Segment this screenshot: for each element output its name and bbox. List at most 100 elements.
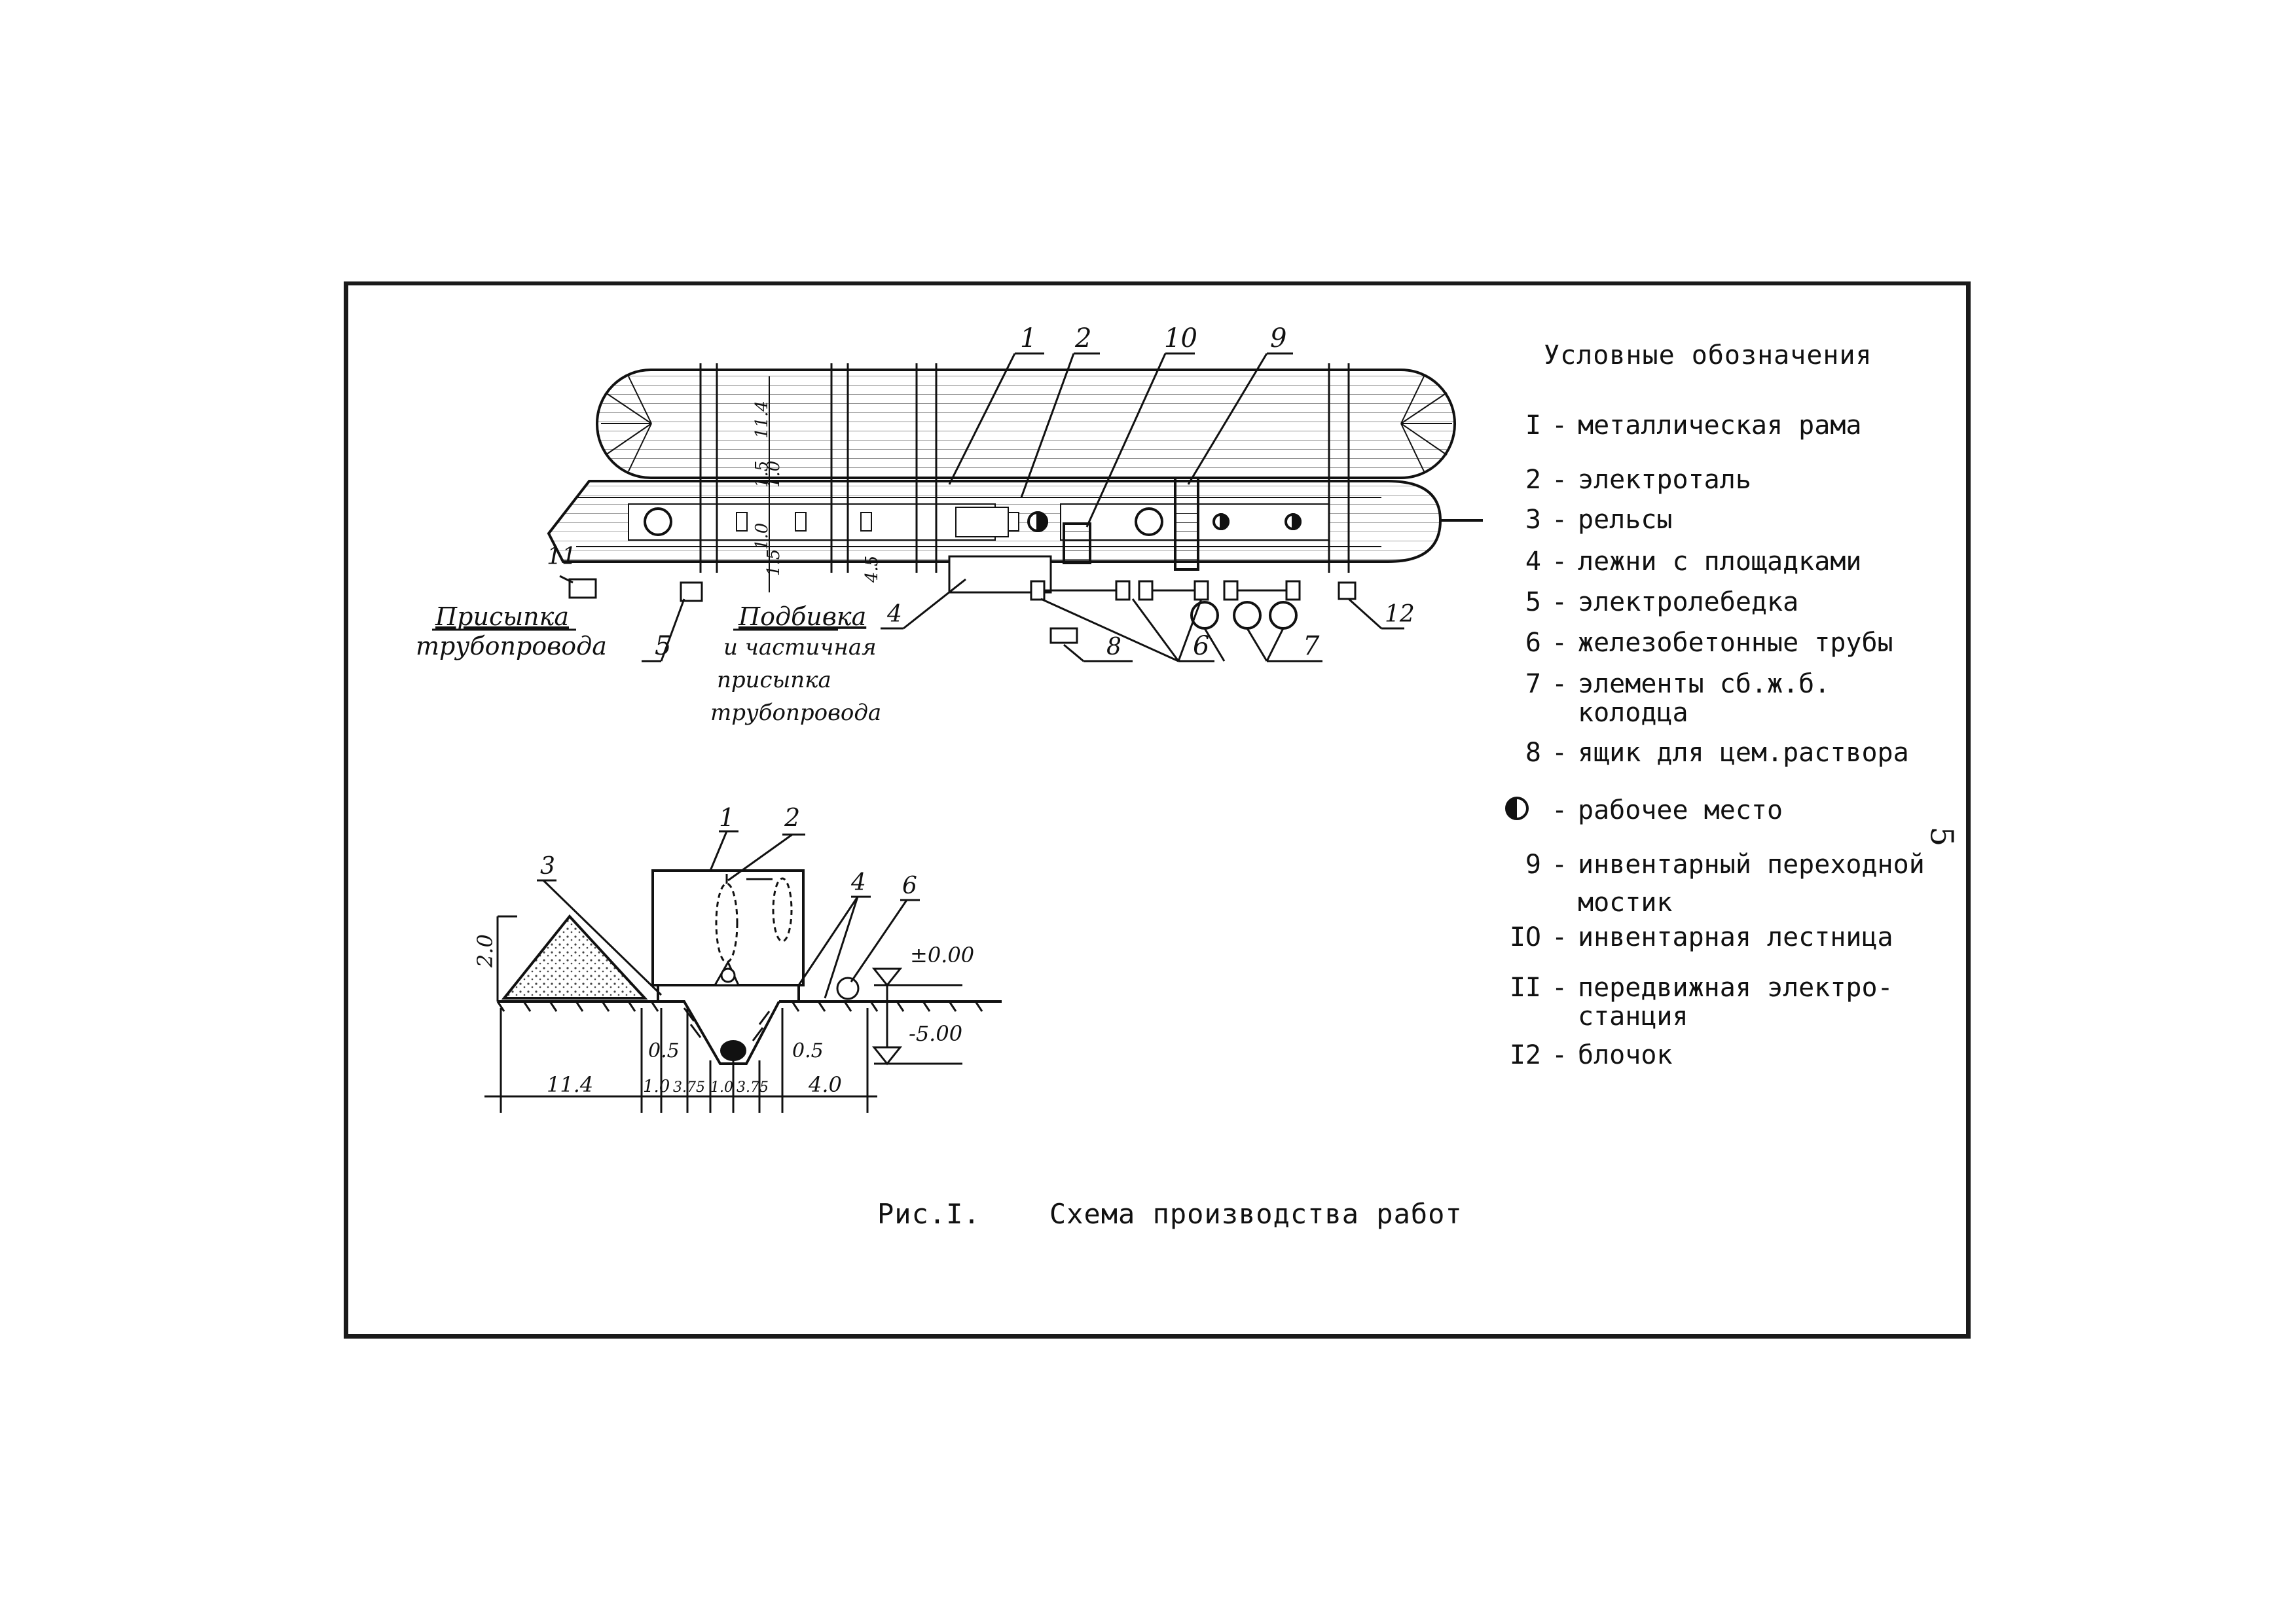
section-callout-6: 6 xyxy=(902,873,917,899)
bottom-dim-1: 11.4 xyxy=(547,1072,593,1097)
plan-callout-5: 5 xyxy=(655,631,671,661)
spoil-bank xyxy=(596,369,1456,479)
figure-caption: Рис.I. Схема производства работ xyxy=(877,1198,1463,1230)
legend-dash: - xyxy=(1551,505,1568,535)
plan-callout-9: 9 xyxy=(1270,323,1286,353)
legend-num: 7 xyxy=(1525,669,1541,699)
section-callout-2: 2 xyxy=(784,803,800,832)
legend-title: Условные обозначения xyxy=(1544,340,1872,370)
legend-dash: - xyxy=(1551,738,1568,768)
legend-item: I-металлическая рама xyxy=(1486,411,1944,440)
height-dim: 2.0 xyxy=(473,934,498,968)
legend-text: передвижная электро- станция xyxy=(1578,973,1893,1032)
legend-item: -рабочее место xyxy=(1486,796,1944,825)
legend-item: II-передвижная электро- станция xyxy=(1486,973,1944,1031)
zone-backfill-line1: Присыпка xyxy=(435,602,569,631)
section-labels: 1 2 3 4 6 ±0.00 -5.00 2.0 0.5 0.5 11.4 1… xyxy=(473,803,974,1097)
plan-callout-8: 8 xyxy=(1106,634,1121,660)
plan-view xyxy=(432,352,1483,662)
figure-label: Рис.I. xyxy=(877,1198,981,1230)
legend-num: 4 xyxy=(1525,547,1541,577)
legend-text: блочок xyxy=(1578,1040,1673,1070)
zone-bedding-line2: и частичная xyxy=(723,634,877,660)
plan-callout-1: 1 xyxy=(1020,323,1036,353)
slope-dim-left: 0.5 xyxy=(648,1039,680,1062)
legend-num: 6 xyxy=(1525,628,1541,658)
legend-num: II xyxy=(1509,973,1541,1003)
legend-text: металлическая рама xyxy=(1578,410,1862,441)
plan-callout-12: 12 xyxy=(1385,601,1415,628)
elevation-zero: ±0.00 xyxy=(910,943,974,967)
legend-text: элементы сб.ж.б. колодца xyxy=(1578,669,1831,728)
plan-callout-4: 4 xyxy=(886,601,902,628)
bridge-plan xyxy=(1174,477,1199,571)
legend-text: рельсы xyxy=(1578,505,1673,535)
legend-dash: - xyxy=(1551,547,1568,577)
legend-dash: - xyxy=(1551,850,1568,880)
bottom-dim-3: 3.75 xyxy=(673,1079,705,1096)
legend-item: 6-железобетонные трубы xyxy=(1486,628,1944,657)
ladder-plan xyxy=(1063,522,1091,564)
power-station-plan xyxy=(568,578,597,599)
page-number: 5 xyxy=(1923,826,1960,847)
legend-dash: - xyxy=(1551,1040,1568,1070)
plan-dim-2: 1.5 xyxy=(752,461,772,488)
cross-section xyxy=(484,830,1002,1113)
legend-item: 4-лежни с площадками xyxy=(1486,547,1944,576)
legend-item: 7-элементы сб.ж.б. колодца xyxy=(1486,670,1944,727)
plan-dim-6: 4.5 xyxy=(862,556,882,583)
zone-bedding-line3: присыпка xyxy=(717,667,831,693)
legend-num: 5 xyxy=(1525,587,1541,617)
plan-dim-3: 1.0 xyxy=(764,461,784,488)
legend-text: электролебедка xyxy=(1578,587,1799,617)
legend-item: 5-электролебедка xyxy=(1486,588,1944,617)
legend-dash: - xyxy=(1551,669,1568,699)
legend-text: железобетонные трубы xyxy=(1578,628,1893,658)
bottom-dim-5: 3.75 xyxy=(737,1079,769,1096)
legend-dash: - xyxy=(1551,795,1568,825)
bottom-dim-6: 4.0 xyxy=(808,1072,842,1097)
legend-num: 3 xyxy=(1525,505,1541,535)
section-callout-4: 4 xyxy=(850,869,866,896)
legend-dash: - xyxy=(1551,587,1568,617)
pulley-plan xyxy=(1338,581,1357,600)
legend-dash: - xyxy=(1551,973,1568,1003)
spoil-bank-section xyxy=(501,914,648,1000)
half-filled-circle-icon xyxy=(1505,797,1529,820)
plan-callout-7: 7 xyxy=(1303,631,1320,661)
legend-num: I xyxy=(1525,410,1541,441)
plan-callout-10: 10 xyxy=(1164,323,1197,353)
elevation-minus5: -5.00 xyxy=(909,1021,962,1046)
legend-dash: - xyxy=(1551,922,1568,952)
plan-callout-11: 11 xyxy=(547,543,577,570)
plan-labels: 1 2 10 9 11 5 4 8 6 7 12 Присыпка трубоп… xyxy=(416,323,1415,726)
legend-item: 8-ящик для цем.раствора xyxy=(1486,738,1944,767)
legend-item: 3-рельсы xyxy=(1486,505,1944,534)
legend-item: 2-электроталь xyxy=(1486,465,1944,494)
legend-num: 8 xyxy=(1525,738,1541,768)
legend-dash: - xyxy=(1551,465,1568,495)
legend-num: I2 xyxy=(1509,1040,1541,1070)
figure-title: Схема производства работ xyxy=(1049,1198,1463,1230)
winch-plan xyxy=(680,581,703,602)
legend-text: лежни с площадками xyxy=(1578,547,1862,577)
legend-num: 9 xyxy=(1525,850,1541,880)
section-callout-3: 3 xyxy=(540,853,555,880)
legend-dash: - xyxy=(1551,410,1568,441)
legend-num: IO xyxy=(1509,922,1541,952)
zone-backfill-line2: трубопровода xyxy=(416,632,607,660)
legend-text: инвентарная лестница xyxy=(1578,922,1893,952)
legend-text: инвентарный переходной мостик xyxy=(1578,850,1925,918)
trench-section xyxy=(661,1000,780,1065)
bottom-dim-2: 1.0 xyxy=(643,1077,670,1096)
drawing-frame xyxy=(344,281,1971,1339)
legend-num: 2 xyxy=(1525,465,1541,495)
mortar-box-plan xyxy=(1049,627,1078,644)
legend-text: рабочее место xyxy=(1578,795,1783,825)
plan-dim-1: 11.4 xyxy=(752,401,772,439)
zone-bedding-line1: Подбивка xyxy=(738,602,866,631)
legend-item: IO-инвентарная лестница xyxy=(1486,923,1944,952)
legend-dash: - xyxy=(1551,628,1568,658)
plan-callout-6: 6 xyxy=(1193,631,1209,661)
